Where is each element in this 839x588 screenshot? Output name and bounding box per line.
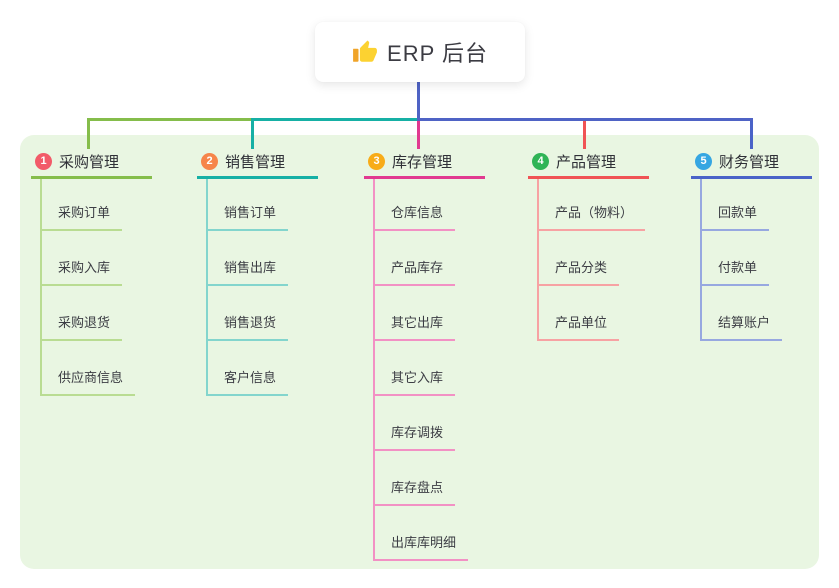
branch-node-1[interactable]: 1 采购管理 xyxy=(31,146,152,179)
root-title: ERP 后台 xyxy=(387,41,488,66)
connector-bus-segment-blue xyxy=(417,118,753,121)
connector-drop-1 xyxy=(87,121,90,149)
branch-number-badge-5: 5 xyxy=(695,152,712,170)
child-node-3-6[interactable]: 库存盘点 xyxy=(373,478,456,506)
branch-node-2[interactable]: 2 销售管理 xyxy=(197,146,318,179)
branch-child-line-4 xyxy=(537,179,539,341)
child-node-3-2[interactable]: 产品库存 xyxy=(373,258,456,286)
child-node-1-3[interactable]: 采购退货 xyxy=(40,313,123,341)
child-node-5-2[interactable]: 付款单 xyxy=(700,258,770,286)
mindmap-panel xyxy=(20,135,819,569)
child-node-3-5[interactable]: 库存调拨 xyxy=(373,423,456,451)
branch-label-3: 库存管理 xyxy=(392,153,453,171)
branch-number-badge-3: 3 xyxy=(368,152,385,170)
branch-label-5: 财务管理 xyxy=(719,153,780,171)
child-node-1-2[interactable]: 采购入库 xyxy=(40,258,123,286)
connector-drop-5 xyxy=(750,121,753,149)
branch-label-1: 采购管理 xyxy=(59,153,120,171)
thumbs-up-icon xyxy=(352,39,378,65)
child-node-4-2[interactable]: 产品分类 xyxy=(537,258,620,286)
branch-child-line-5 xyxy=(700,179,702,341)
child-node-2-2[interactable]: 销售出库 xyxy=(206,258,289,286)
branch-child-line-2 xyxy=(206,179,208,396)
child-node-1-4[interactable]: 供应商信息 xyxy=(40,368,136,396)
child-node-5-1[interactable]: 回款单 xyxy=(700,203,770,231)
child-node-4-1[interactable]: 产品（物料） xyxy=(537,203,646,231)
child-node-5-3[interactable]: 结算账户 xyxy=(700,313,783,341)
child-node-4-3[interactable]: 产品单位 xyxy=(537,313,620,341)
child-node-2-3[interactable]: 销售退货 xyxy=(206,313,289,341)
child-node-3-3[interactable]: 其它出库 xyxy=(373,313,456,341)
branch-label-4: 产品管理 xyxy=(556,153,617,171)
child-node-2-4[interactable]: 客户信息 xyxy=(206,368,289,396)
connector-drop-4 xyxy=(583,121,586,149)
connector-bus-segment-teal xyxy=(251,118,420,121)
branch-number-badge-4: 4 xyxy=(532,152,549,170)
connector-bus-segment-green xyxy=(87,118,254,121)
branch-number-badge-2: 2 xyxy=(201,152,218,170)
child-node-3-7[interactable]: 出库库明细 xyxy=(373,533,469,561)
child-node-1-1[interactable]: 采购订单 xyxy=(40,203,123,231)
branch-child-line-1 xyxy=(40,179,42,396)
child-node-2-1[interactable]: 销售订单 xyxy=(206,203,289,231)
branch-number-badge-1: 1 xyxy=(35,152,52,170)
connector-drop-3 xyxy=(417,121,420,149)
branch-child-line-3 xyxy=(373,179,375,561)
child-node-3-4[interactable]: 其它入库 xyxy=(373,368,456,396)
connector-root-drop xyxy=(417,82,420,121)
child-node-3-1[interactable]: 仓库信息 xyxy=(373,203,456,231)
root-node-erp[interactable]: ERP 后台 xyxy=(315,22,525,82)
connector-drop-2 xyxy=(251,121,254,149)
branch-label-2: 销售管理 xyxy=(225,153,286,171)
branch-node-5[interactable]: 5 财务管理 xyxy=(691,146,812,179)
branch-node-3[interactable]: 3 库存管理 xyxy=(364,146,485,179)
branch-node-4[interactable]: 4 产品管理 xyxy=(528,146,649,179)
